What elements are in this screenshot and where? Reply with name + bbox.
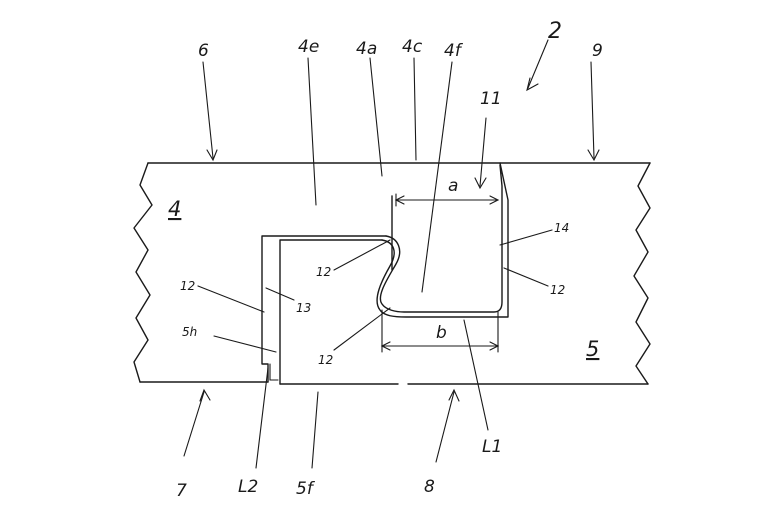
label-l1: L1 <box>482 437 502 457</box>
leader-13 <box>265 287 295 301</box>
label-9: 9 <box>592 41 603 61</box>
label-13: 13 <box>296 301 311 315</box>
label-5h: 5h <box>182 325 197 339</box>
label-8: 8 <box>424 477 435 497</box>
label-7: 7 <box>176 481 187 501</box>
panel-5-groove <box>376 162 509 318</box>
dimension-a: a <box>394 176 500 207</box>
dimension-b: b <box>380 309 500 353</box>
leader-11 <box>479 117 487 187</box>
leader-8 <box>435 391 455 463</box>
arrow-6 <box>206 149 218 162</box>
leader-9 <box>590 61 595 159</box>
label-14: 14 <box>554 221 569 235</box>
leader-5h <box>213 335 277 353</box>
leader-4c <box>413 57 417 161</box>
dim-b-arrow-right <box>489 341 500 351</box>
label-l2: L2 <box>238 477 258 497</box>
label-4f: 4f <box>444 41 464 61</box>
arrow-9 <box>587 149 600 162</box>
leader-2 <box>527 39 549 89</box>
label-panel-4: 4 <box>168 197 181 221</box>
label-panel-5: 5 <box>586 337 599 361</box>
label-12-right: 12 <box>550 283 565 297</box>
label-4a: 4a <box>356 39 377 59</box>
leader-l2 <box>255 367 269 469</box>
dim-a-label: a <box>448 176 458 196</box>
dim-b-label: b <box>436 323 447 343</box>
dim-b-arrow-left <box>380 341 391 351</box>
panel-5-contour <box>279 239 383 385</box>
leader-l1 <box>463 319 489 431</box>
label-4e: 4e <box>298 37 319 57</box>
dim-a-arrow-right <box>489 195 500 205</box>
leader-4f <box>421 61 453 293</box>
leader-12-right <box>503 267 549 287</box>
arrow-11 <box>474 177 487 190</box>
leader-4e <box>307 57 317 206</box>
leader-14 <box>499 229 553 246</box>
leader-12-top <box>333 239 391 271</box>
leader-12-left <box>197 285 265 313</box>
leader-lines <box>183 39 600 469</box>
leader-6 <box>202 61 214 159</box>
left-break-edge <box>133 162 153 383</box>
arrow-8 <box>448 388 460 402</box>
leader-4a <box>369 57 383 177</box>
panel-4-hook <box>379 164 503 313</box>
label-12-top: 12 <box>316 265 331 279</box>
leader-5f <box>311 391 319 469</box>
label-5f: 5f <box>296 479 316 499</box>
leader-7 <box>183 391 205 457</box>
leader-12-bottom <box>333 307 391 351</box>
label-2: 2 <box>548 19 562 44</box>
label-6: 6 <box>198 41 209 61</box>
panel-outline <box>133 162 651 385</box>
label-4c: 4c <box>402 37 423 57</box>
gap-step <box>269 363 279 381</box>
arrow-7 <box>199 388 211 402</box>
label-12-bottom: 12 <box>318 353 333 367</box>
right-break-edge <box>633 162 651 385</box>
label-12-left: 12 <box>180 279 195 293</box>
label-11: 11 <box>480 89 502 109</box>
arrow-2 <box>526 77 539 92</box>
reference-labels: 2 6 4e 4a 4c 4f 9 11 4 5 14 12 12 12 12 … <box>168 19 603 501</box>
